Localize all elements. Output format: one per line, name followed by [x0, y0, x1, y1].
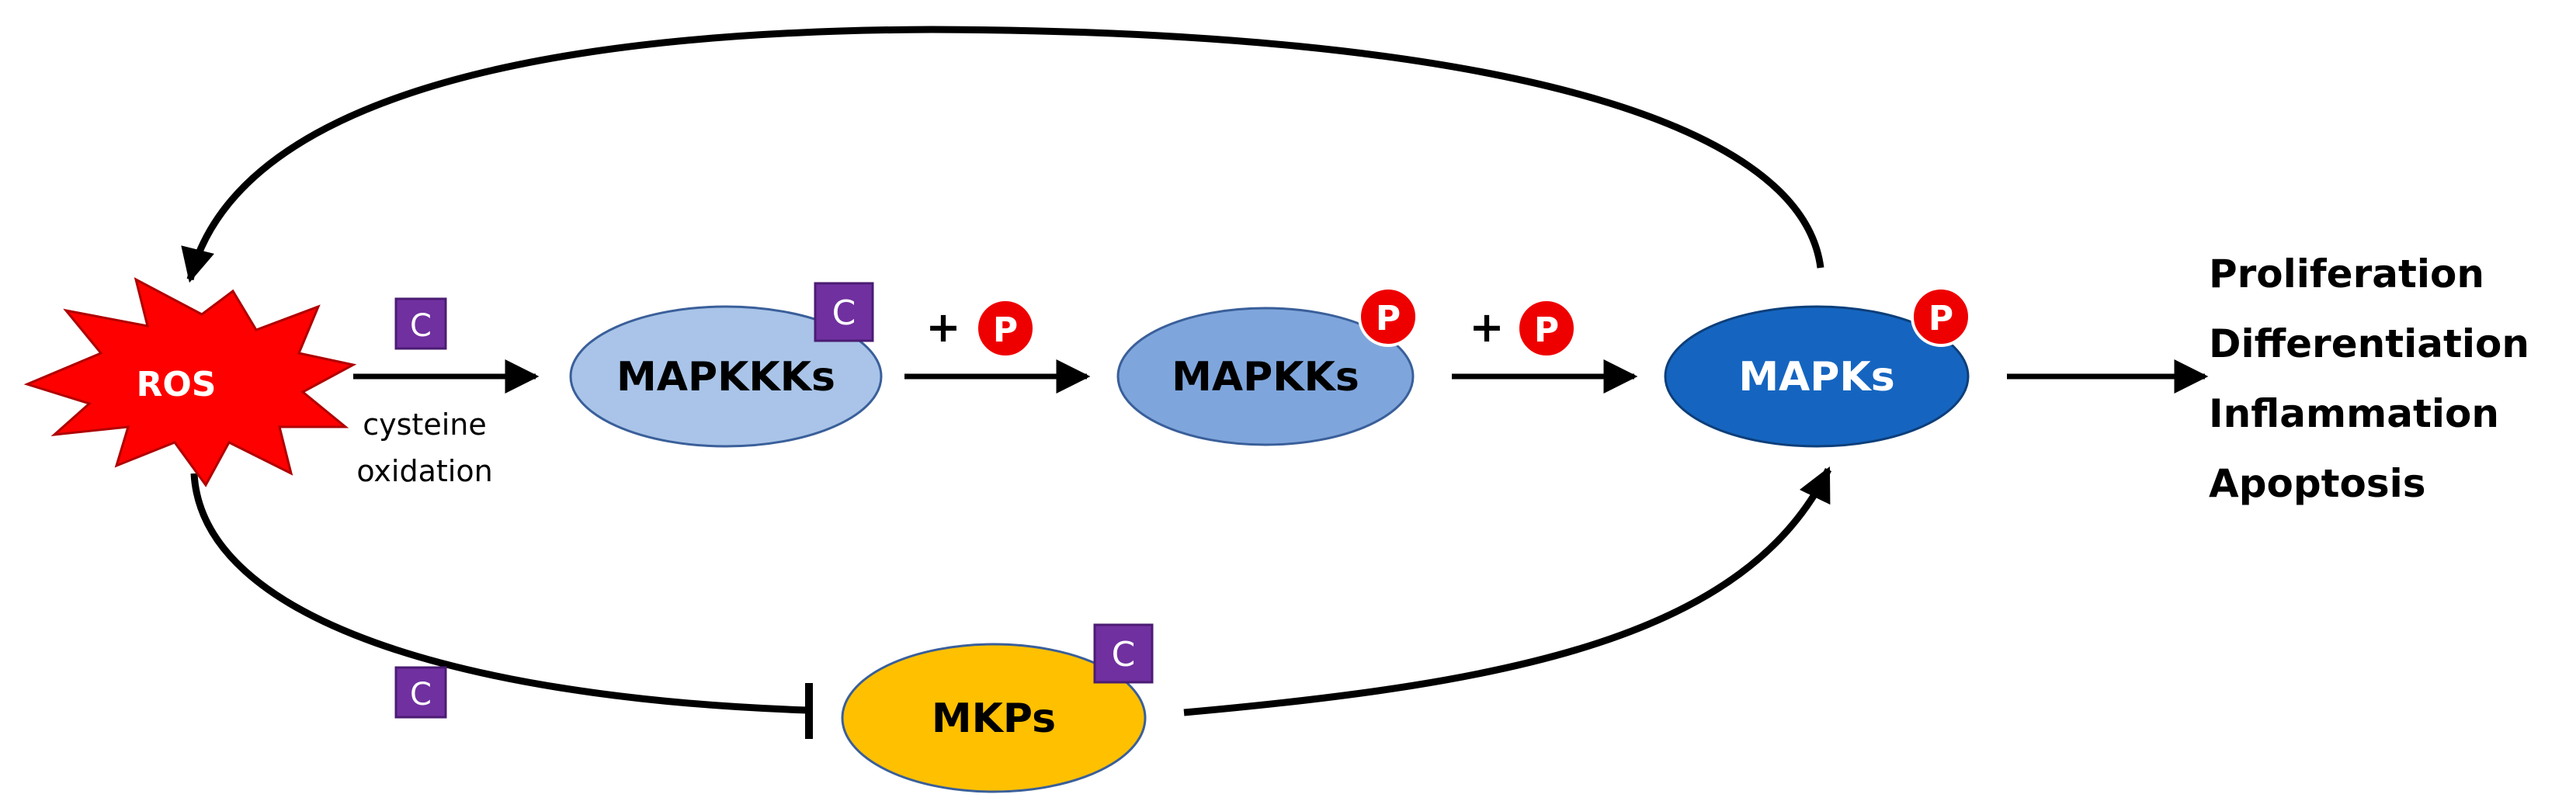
mapks-label: MAPKs — [1738, 354, 1894, 401]
phospho-badge-mapkks-label: P — [1376, 299, 1401, 338]
cysteine-badge-mapkkks-label: C — [832, 293, 856, 333]
ros-node: ROS — [23, 277, 357, 487]
cysteine-badge-ros-arrow: C — [394, 297, 447, 350]
cysteine-badge-inhibition-label: C — [410, 677, 432, 713]
cysteine-badge-mkps — [1093, 623, 1154, 684]
mkps-label: MKPs — [932, 695, 1056, 742]
feedback-arrow-mapks-to-ros — [181, 26, 1824, 283]
phospho-badge-mapks — [1911, 286, 1971, 347]
cysteine-badge-mapkkks — [814, 282, 874, 342]
edge-label-oxidation: oxidation — [356, 454, 492, 488]
plus-sign-2: + — [1469, 303, 1504, 352]
mapkks-label: MAPKKs — [1172, 354, 1359, 401]
mapkks-node: MAPKKs P — [1116, 286, 1418, 446]
ros-label: ROS — [137, 365, 217, 404]
cysteine-badge-inhibition: C — [394, 666, 447, 719]
outcome-inflammation: Inflammation — [2209, 391, 2499, 436]
phospho-badge-mapkks — [1358, 286, 1418, 347]
mkps-node: MKPs C — [841, 623, 1154, 793]
phospho-badge-mapks-label: P — [1929, 299, 1953, 338]
cysteine-badge-mkps-label: C — [1112, 635, 1136, 674]
mapkkks-node: MAPKKKs C — [569, 282, 883, 448]
ros-starburst — [23, 277, 357, 487]
plus-sign-1: + — [925, 303, 960, 352]
edge-label-cysteine: cysteine — [363, 407, 486, 442]
phospho-badge-1: P — [975, 298, 1036, 359]
phospho-badge-1-label: P — [993, 310, 1018, 350]
arrow-mkps-to-mapks — [1183, 466, 1832, 716]
mapkkks-label: MAPKKKs — [616, 354, 835, 401]
outcome-proliferation: Proliferation — [2209, 251, 2484, 296]
phospho-badge-2-label: P — [1534, 310, 1559, 350]
mapks-node: MAPKs P — [1664, 286, 1971, 448]
inhibition-ros-to-mkps — [190, 473, 808, 714]
outcomes-list: Proliferation Differentiation Inflammati… — [2209, 251, 2529, 506]
outcome-apoptosis: Apoptosis — [2209, 461, 2426, 506]
cysteine-badge-label: C — [410, 308, 432, 344]
outcome-differentiation: Differentiation — [2209, 321, 2529, 366]
phospho-badge-2: P — [1516, 298, 1577, 359]
